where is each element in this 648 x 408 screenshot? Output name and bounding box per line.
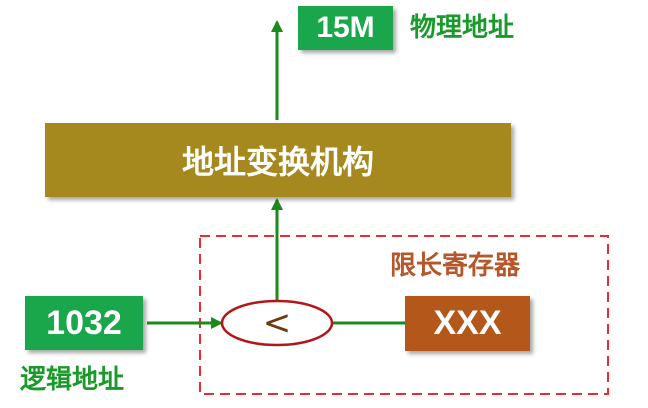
comparator-ellipse	[220, 299, 334, 347]
limit-register-value: XXX	[405, 296, 530, 351]
address-translator-label: 地址变换机构	[181, 143, 374, 181]
logical-address-label: 逻辑地址	[20, 365, 125, 395]
logical-address-value: 1032	[25, 296, 143, 350]
limit-register-label: 限长寄存器	[390, 251, 521, 281]
physical-address-value: 15M	[298, 6, 393, 50]
physical-address-label: 物理地址	[410, 13, 515, 43]
comparison-region-border	[199, 235, 609, 395]
address-translator-box: 地址变换机构	[45, 123, 511, 197]
comparator-symbol: <	[262, 303, 292, 343]
